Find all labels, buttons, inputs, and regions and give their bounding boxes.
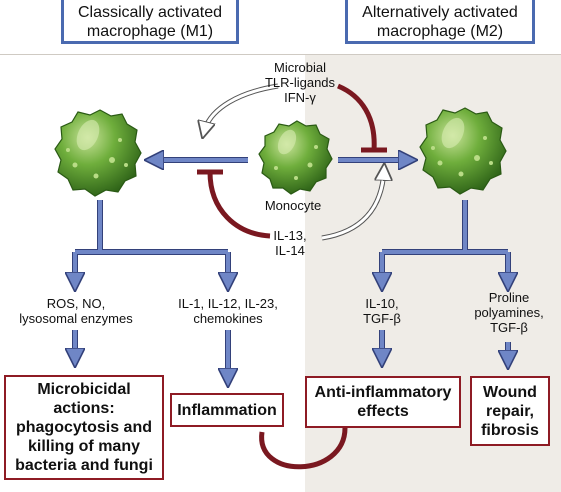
m2-product-proline: Proline polyamines, TGF-β — [466, 290, 552, 335]
inflammation-box: Inflammation — [170, 393, 284, 427]
anti-inflammatory-box: Anti-inflammatory effects — [305, 376, 461, 428]
outcome-line: Anti-inflammatory — [314, 384, 452, 401]
outcome-line: bacteria and fungi — [15, 457, 153, 474]
product-line: lysosomal enzymes — [19, 311, 133, 326]
m2-inhibition-arrow — [336, 83, 377, 151]
m1-product-cytokines: IL-1, IL-12, IL-23, chemokines — [160, 296, 296, 326]
m2-header: Alternatively activated macrophage (M2) — [345, 0, 535, 44]
m1-inducers-label: Microbial TLR-ligands IFN-γ — [248, 60, 352, 105]
outcome-line: effects — [357, 403, 409, 420]
outcome-line: fibrosis — [481, 421, 539, 439]
outcome-line: Wound — [483, 383, 537, 401]
product-line: polyamines, — [474, 305, 544, 320]
m2-branch-arrows — [382, 200, 508, 362]
m2-product-il10: IL-10, TGF-β — [350, 296, 414, 326]
outcome-line: killing of many — [27, 438, 140, 455]
m1-branch-arrows — [75, 200, 228, 380]
m2-inducers-label: IL-13, IL-14 — [258, 228, 322, 258]
outcome-line: phagocytosis and — [15, 419, 152, 436]
product-line: TGF-β — [490, 320, 528, 335]
inducer-tlr-ligands: TLR-ligands — [264, 75, 336, 90]
outcome-line: Microbicidal — [37, 381, 131, 398]
m1-inhibition-arrow — [207, 171, 271, 239]
wound-repair-box: Wound repair, fibrosis — [470, 376, 550, 446]
microbicidal-actions-box: Microbicidal actions: phagocytosis and k… — [4, 375, 164, 480]
outcome-line: repair, — [485, 402, 534, 420]
inducer-il-14: IL-14 — [275, 243, 305, 258]
panel-top-divider — [0, 54, 561, 55]
monocyte-cell — [258, 120, 333, 195]
monocyte-label: Monocyte — [264, 198, 322, 213]
product-line: Proline — [488, 290, 530, 305]
product-line: ROS, NO, — [46, 296, 106, 311]
product-line: chemokines — [193, 311, 263, 326]
m2-macrophage-cell — [419, 107, 507, 195]
product-line: TGF-β — [363, 311, 401, 326]
product-line: IL-10, — [365, 296, 399, 311]
m1-header-text: Classically activated macrophage (M1) — [77, 4, 223, 40]
outcome-line: actions: — [53, 400, 115, 417]
m2-header-text: Alternatively activated macrophage (M2) — [362, 4, 518, 40]
anti-inflammatory-inhibition-arrow — [259, 427, 348, 470]
m1-product-ros: ROS, NO, lysosomal enzymes — [10, 296, 142, 326]
inducer-ifn-gamma: IFN-γ — [284, 90, 316, 105]
inducer-microbial: Microbial — [273, 60, 326, 75]
m1-macrophage-cell — [54, 109, 142, 197]
product-line: IL-1, IL-12, IL-23, — [178, 296, 278, 311]
inducer-il-13: IL-13, — [273, 228, 307, 243]
m1-header: Classically activated macrophage (M1) — [61, 0, 239, 44]
